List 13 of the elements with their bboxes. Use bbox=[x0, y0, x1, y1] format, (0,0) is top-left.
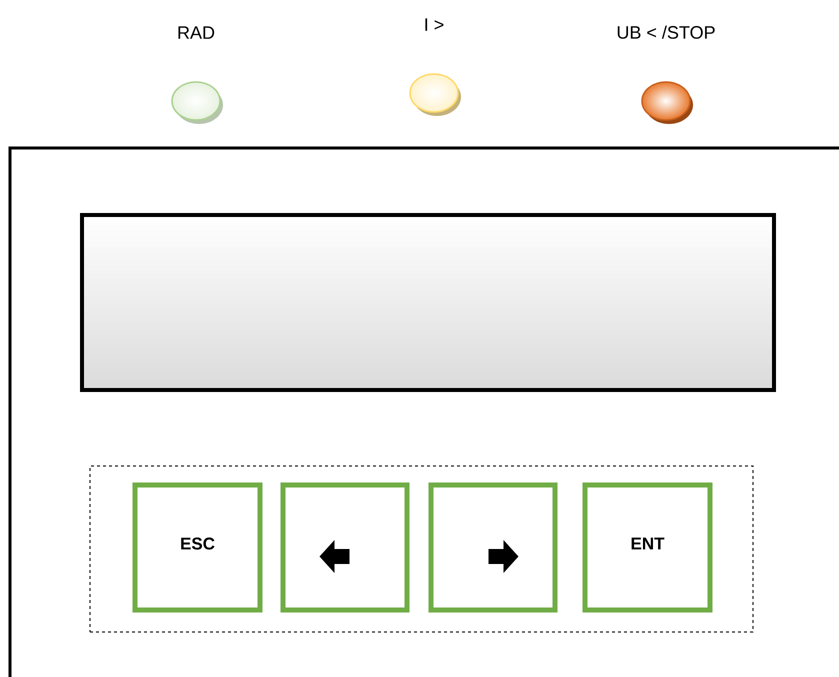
key-button: ESC bbox=[132, 482, 262, 612]
indicator-lamp bbox=[171, 81, 223, 124]
lamp-label: I > bbox=[425, 18, 444, 31]
lamp-label: RAD bbox=[178, 26, 214, 39]
lamp-label: UB < /STOP bbox=[618, 26, 715, 39]
key-button bbox=[280, 482, 410, 612]
device-panel bbox=[8, 146, 839, 677]
keypad-frame bbox=[90, 466, 754, 632]
display-screen bbox=[80, 213, 776, 392]
key-button bbox=[428, 482, 558, 612]
indicator-lamp bbox=[641, 81, 693, 124]
key-button: ENT bbox=[582, 482, 712, 612]
indicator-lamp bbox=[409, 73, 461, 116]
